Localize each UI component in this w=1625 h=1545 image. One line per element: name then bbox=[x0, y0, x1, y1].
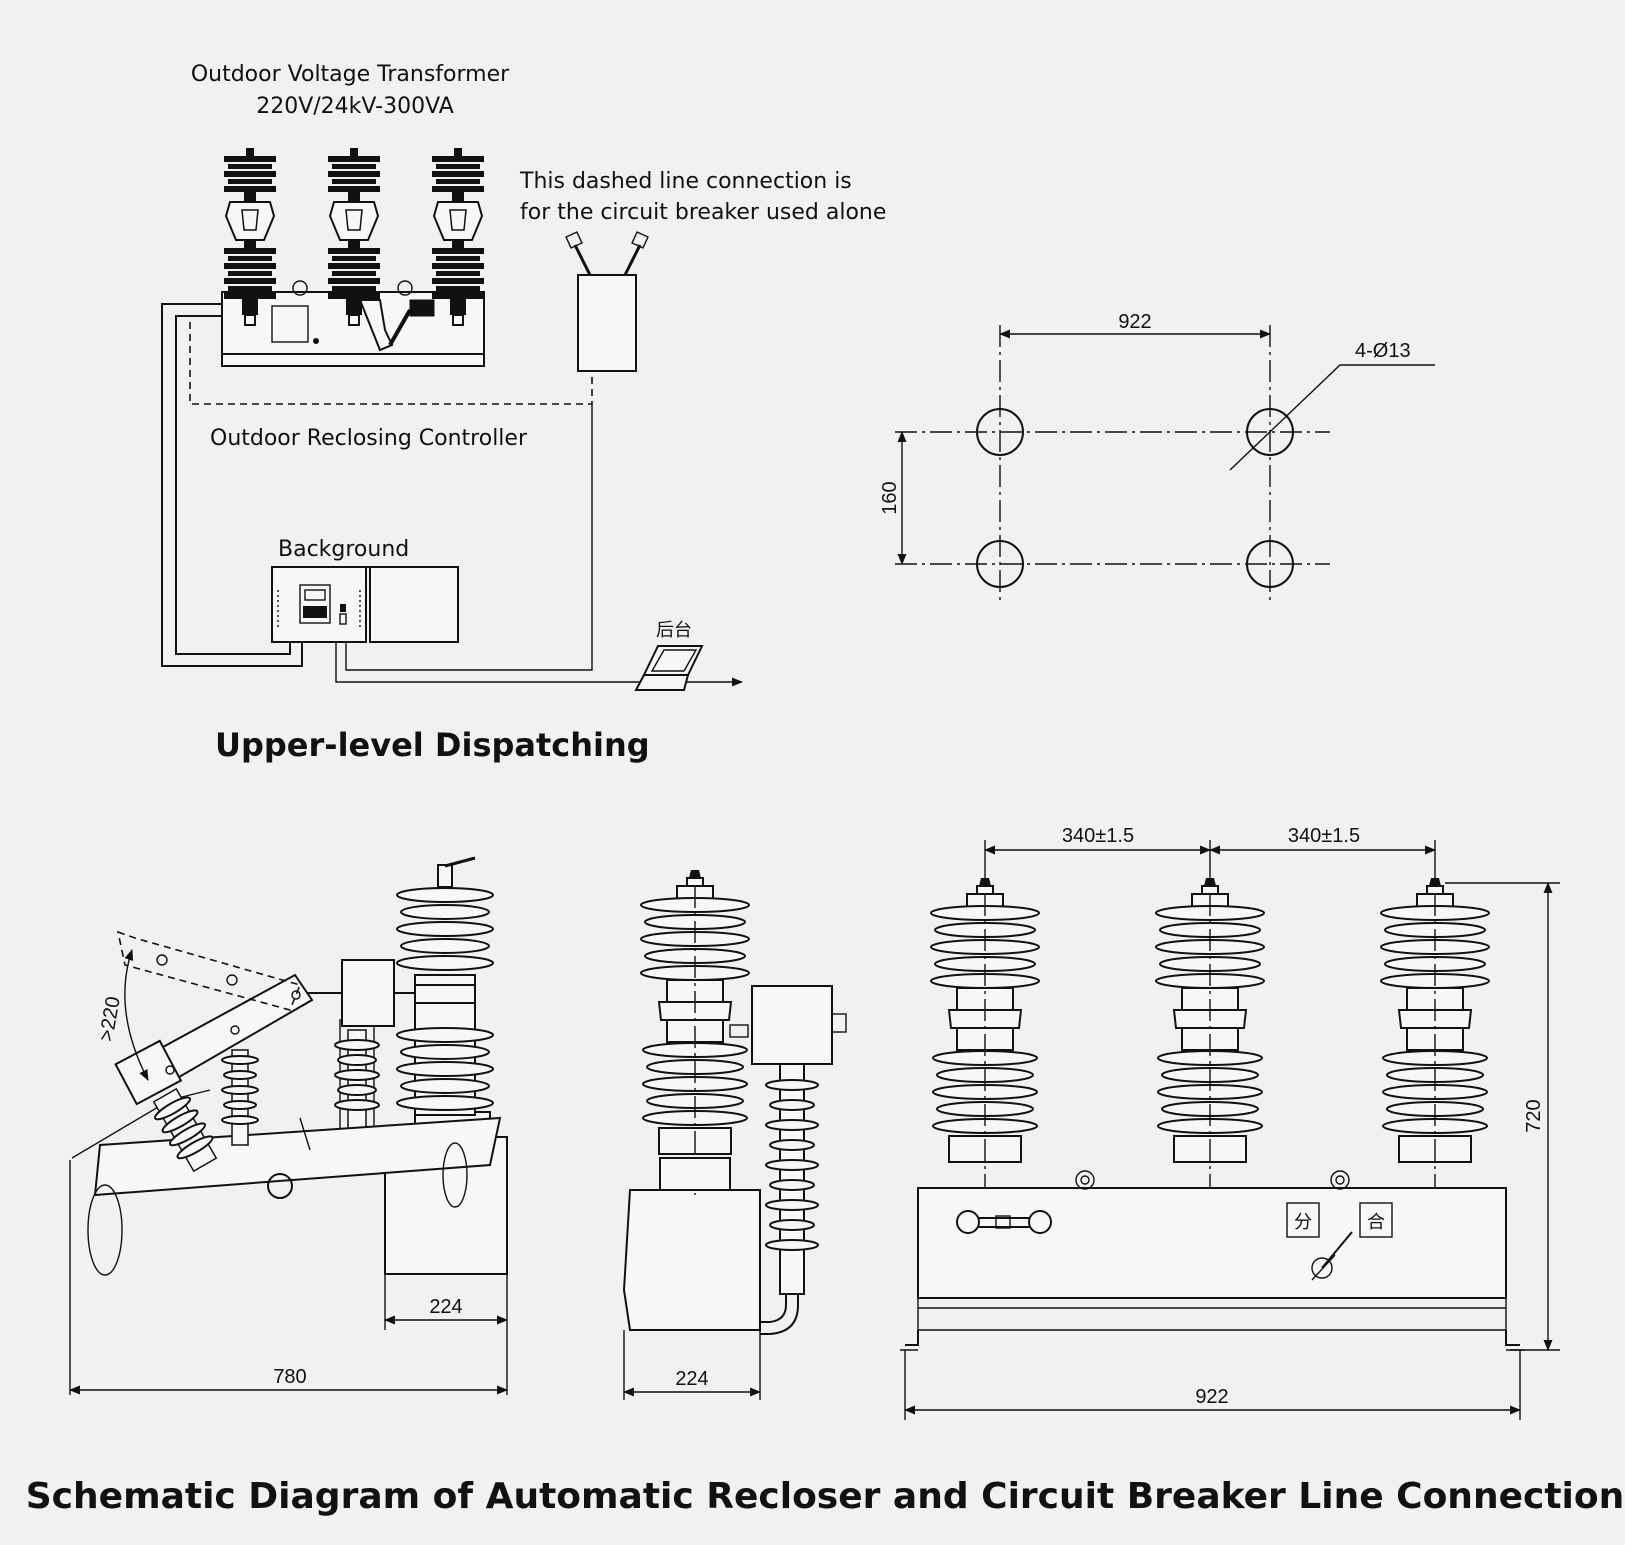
end-insulator-icon bbox=[640, 869, 750, 1196]
mounting-hole-2 bbox=[1246, 408, 1294, 456]
end-view: 224 bbox=[622, 869, 847, 1400]
transformer-insulator-icon-1 bbox=[223, 147, 277, 326]
dispatch-arrow bbox=[335, 642, 744, 687]
controller-cabinet-icon bbox=[271, 566, 459, 643]
front-insulator-icon-2 bbox=[1155, 877, 1265, 1204]
close-mark: 合 bbox=[1367, 1212, 1385, 1233]
front-width-dim: 922 bbox=[1195, 1386, 1228, 1408]
end-arrester-icon bbox=[760, 1063, 819, 1335]
mounting-hole-layout: 922 160 4-Ø13 bbox=[879, 311, 1435, 605]
front-view: 分 合 340±1.5 340±1.5 720 922 bbox=[900, 825, 1560, 1420]
close-indicator bbox=[1359, 1202, 1393, 1238]
controller-label: Outdoor Reclosing Controller bbox=[210, 426, 528, 451]
mounting-hole-1 bbox=[976, 408, 1024, 456]
transformer-insulator-icon-3 bbox=[431, 147, 485, 326]
dashed-note-line1: This dashed line connection is bbox=[519, 169, 852, 194]
mounting-hole-3 bbox=[976, 540, 1024, 588]
side-arm-icon bbox=[69, 973, 502, 1395]
background-label: Background bbox=[278, 537, 409, 562]
transformer-label-line1: Outdoor Voltage Transformer bbox=[191, 62, 510, 87]
end-depth-dim: 224 bbox=[675, 1368, 708, 1390]
dispatch-label: Upper-level Dispatching bbox=[215, 726, 650, 764]
page-title: Schematic Diagram of Automatic Recloser … bbox=[26, 1476, 1624, 1517]
laptop-label: 后台 bbox=[656, 620, 692, 641]
position-pointer-icon bbox=[1311, 1231, 1353, 1281]
front-spacing-dim-2: 340±1.5 bbox=[1288, 825, 1360, 847]
open-mark: 分 bbox=[1294, 1212, 1312, 1233]
front-spacing-dim-1: 340±1.5 bbox=[1062, 825, 1134, 847]
wire-main bbox=[161, 303, 303, 667]
front-insulator-icon-3 bbox=[1380, 877, 1490, 1204]
dashed-wire bbox=[189, 322, 593, 405]
side-small-insulator-icon bbox=[334, 1029, 380, 1131]
mount-height-dim: 160 bbox=[879, 481, 901, 514]
side-overall-dim: 780 bbox=[273, 1366, 306, 1388]
mount-holes-label: 4-Ø13 bbox=[1355, 340, 1411, 362]
side-angle-dim: >220 bbox=[95, 995, 124, 1043]
potential-transformer-icon bbox=[565, 231, 649, 372]
transformer-insulator-icon-2 bbox=[327, 147, 381, 326]
front-cabinet bbox=[917, 1187, 1507, 1299]
transformer-label-line2: 220V/24kV-300VA bbox=[256, 94, 454, 119]
wiring-diagram: Outdoor Voltage Transformer 220V/24kV-30… bbox=[161, 62, 886, 764]
laptop-icon bbox=[634, 645, 704, 691]
side-tall-insulator-icon bbox=[396, 856, 494, 1116]
front-insulator-icon-1 bbox=[930, 877, 1040, 1204]
side-depth-dim: 224 bbox=[429, 1296, 462, 1318]
mount-width-dim: 922 bbox=[1118, 311, 1151, 333]
side-view: >220 224 780 bbox=[68, 856, 509, 1395]
front-handle-icon bbox=[956, 1210, 1052, 1234]
dashed-note-line2: for the circuit breaker used alone bbox=[520, 200, 886, 225]
open-indicator bbox=[1286, 1202, 1320, 1238]
mounting-hole-4 bbox=[1246, 540, 1294, 588]
front-height-dim: 720 bbox=[1523, 1099, 1545, 1132]
end-cabinet bbox=[622, 1189, 761, 1331]
